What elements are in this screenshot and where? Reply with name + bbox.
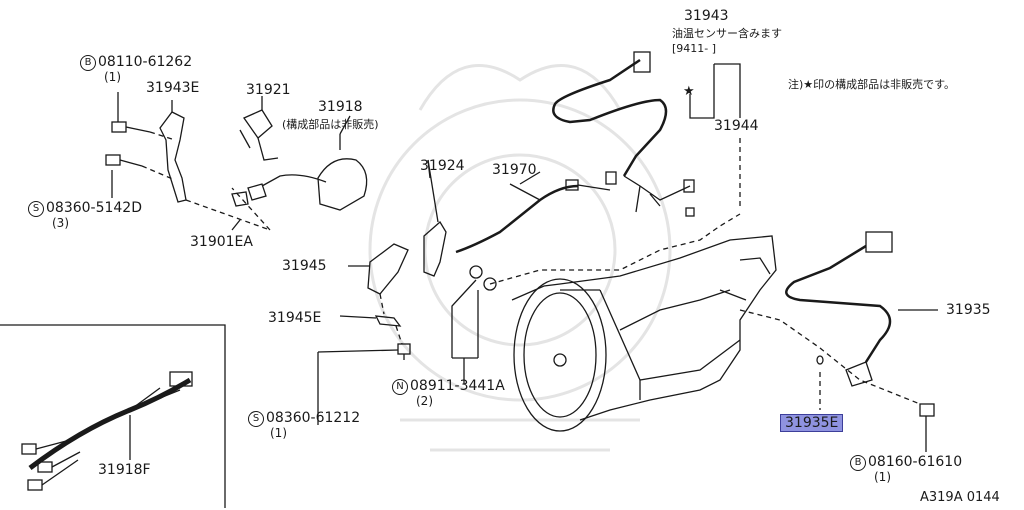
diagram-code: A319A 0144 bbox=[920, 490, 1000, 505]
bolt-08110-qty: (1) bbox=[104, 70, 121, 84]
bolt-08360-5142d-qty: (3) bbox=[52, 216, 69, 230]
part-31935e-label-highlighted[interactable]: 31935E bbox=[780, 414, 844, 432]
nut-08911-qty: (2) bbox=[416, 394, 433, 408]
part-31943-note-serial: [9411- ] bbox=[672, 42, 717, 55]
part-31945-label[interactable]: 31945 bbox=[282, 258, 327, 274]
part-31970-label[interactable]: 31970 bbox=[492, 162, 537, 178]
bolt-08360-5142d-drawing bbox=[105, 154, 143, 198]
part-31943e-label[interactable]: 31943E bbox=[146, 80, 200, 96]
part-31943-note-oil-temp: 油温センサー含みます bbox=[672, 27, 782, 40]
harness-31944-drawing bbox=[552, 51, 741, 217]
b-circle-icon: B bbox=[850, 455, 866, 471]
part-31918f-label[interactable]: 31918F bbox=[98, 462, 151, 478]
bolt-08360-61212-qty: (1) bbox=[270, 426, 287, 440]
part-31944-label[interactable]: 31944 bbox=[714, 118, 759, 134]
b-circle-icon: B bbox=[80, 55, 96, 71]
pin-31945e-drawing bbox=[339, 315, 402, 327]
part-31918-note: (構成部品は非販売) bbox=[282, 118, 379, 131]
harness-31918f-drawing bbox=[21, 371, 193, 491]
part-31918-label[interactable]: 31918 bbox=[318, 99, 363, 115]
bracket-31943e-drawing bbox=[159, 100, 187, 203]
part-31935-label[interactable]: 31935 bbox=[946, 302, 991, 318]
bolt-08160-code: 08160-61610 bbox=[868, 454, 963, 470]
nut-08911-code: 08911-3441A bbox=[410, 378, 505, 394]
bolt-08110-drawing bbox=[111, 92, 151, 133]
sensor-31935-drawing bbox=[785, 231, 938, 387]
star-mark: ★ bbox=[683, 84, 695, 99]
bolt-08360-61212-code: 08360-61212 bbox=[266, 410, 361, 426]
part-31921-label[interactable]: 31921 bbox=[246, 82, 291, 98]
part-31901ea-label[interactable]: 31901EA bbox=[190, 234, 253, 250]
nuts-08911-drawing bbox=[451, 265, 497, 384]
transmission-drawing bbox=[511, 235, 777, 432]
plate-31945-drawing bbox=[348, 243, 409, 295]
n-circle-icon: N bbox=[392, 379, 408, 395]
s-circle-icon: S bbox=[248, 411, 264, 427]
bolt-08160-drawing bbox=[919, 403, 935, 452]
part-31943-label[interactable]: 31943 bbox=[684, 8, 729, 24]
footnote-text: 注)★印の構成部品は非販売です。 bbox=[788, 78, 956, 91]
bolt-08360-5142d-code: 08360-5142D bbox=[46, 200, 142, 216]
switch-31918-drawing bbox=[231, 134, 368, 211]
part-31924-label[interactable]: 31924 bbox=[420, 158, 465, 174]
part-31945e-label[interactable]: 31945E bbox=[268, 310, 322, 326]
bolt-08110-code: 08110-61262 bbox=[98, 54, 193, 70]
inset-frame bbox=[0, 324, 226, 508]
lever-31924-drawing bbox=[423, 159, 447, 277]
bolt-08360-61212-drawing bbox=[317, 343, 411, 425]
cable-31970-drawing bbox=[455, 179, 611, 254]
watermark-emblem bbox=[368, 64, 672, 452]
s-circle-icon: S bbox=[28, 201, 44, 217]
link-31921-drawing bbox=[239, 96, 279, 161]
bolt-08160-qty: (1) bbox=[874, 470, 891, 484]
